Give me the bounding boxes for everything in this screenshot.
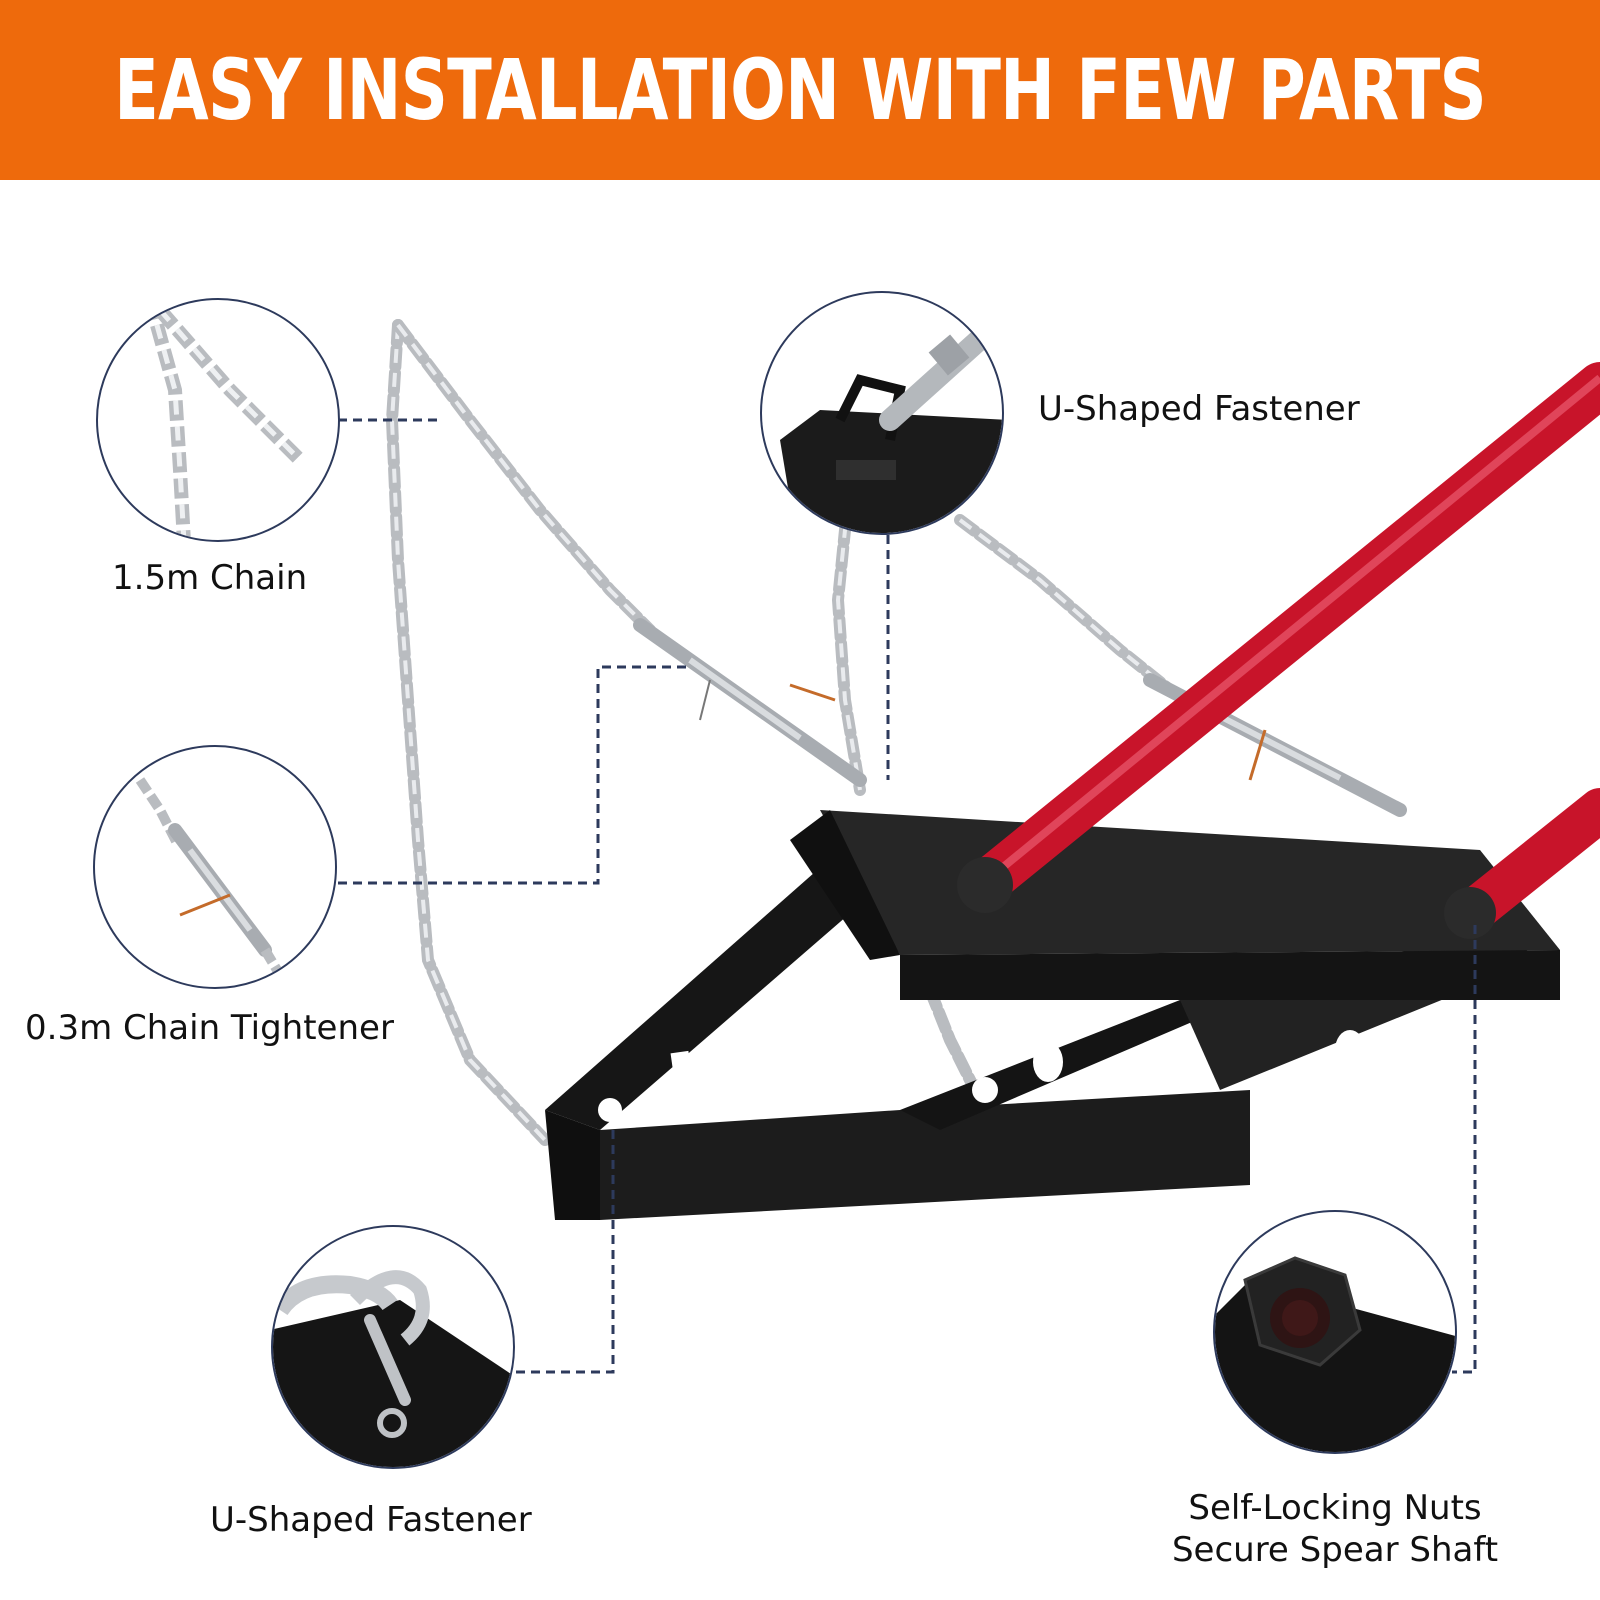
top-fastener-detail-circle [760,291,1004,535]
nut-detail-circle [1213,1210,1457,1454]
page-title: EASY INSTALLATION WITH FEW PARTS [114,41,1487,139]
tightener-detail-circle [93,745,337,989]
top-fastener-label: U-Shaped Fastener [1038,389,1360,429]
turnbuckle-left [633,618,867,787]
chain-right [924,514,1176,1096]
chain-left-diagonal [392,319,656,636]
tightener-label: 0.3m Chain Tightener [25,1008,394,1048]
nuts-label-line-2: Secure Spear Shaft [1171,1530,1499,1570]
chain-left-outer [385,319,551,1146]
spear-shafts [957,362,1600,939]
bottom-fastener-label: U-Shaped Fastener [210,1500,532,1540]
header-banner [0,0,1600,180]
nuts-label-line-1: Self-Locking Nuts [1188,1488,1482,1528]
bottom-fastener-detail-circle [271,1225,515,1469]
chain-detail-circle [96,298,340,542]
leader-lines [338,418,1477,1374]
frame-bracket [545,810,1560,1220]
chain-label: 1.5m Chain [112,558,308,598]
chain-center [831,494,866,796]
